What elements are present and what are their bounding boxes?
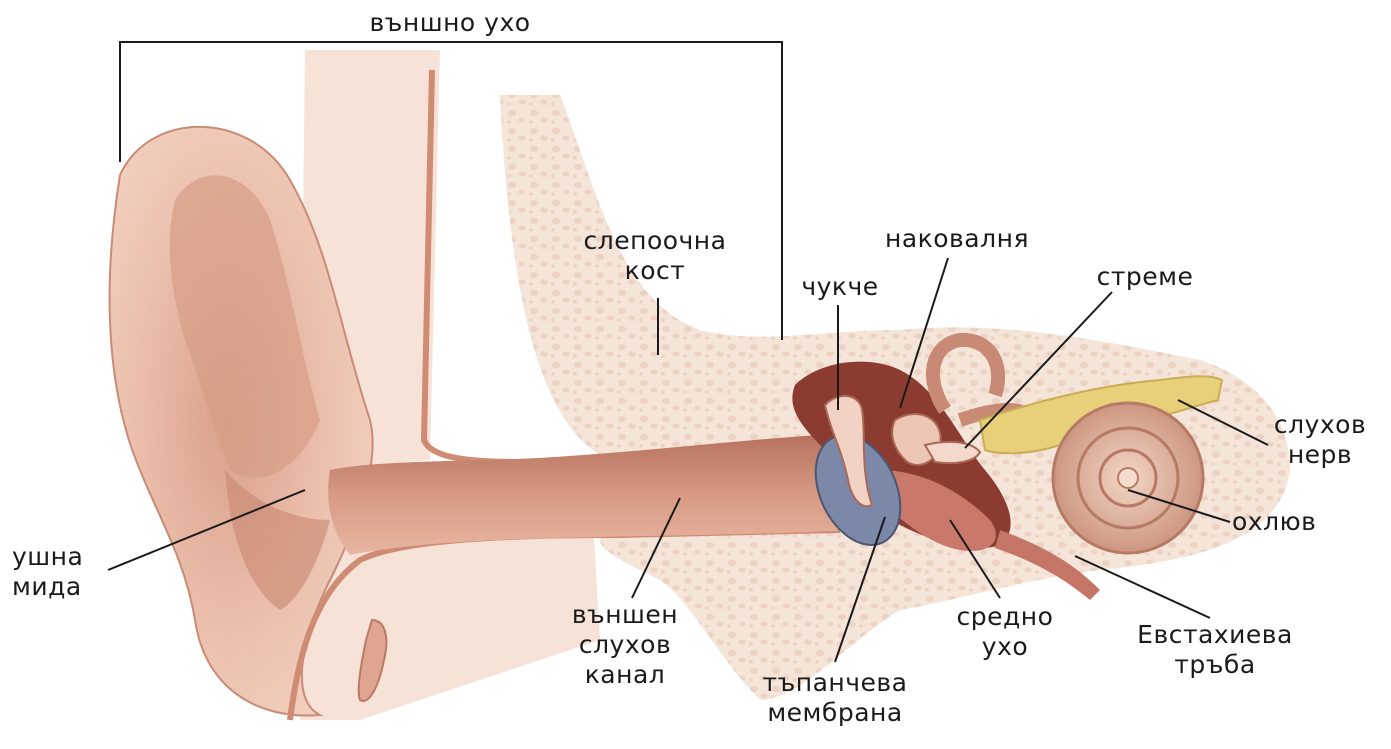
label-incus: наковалня xyxy=(852,224,1062,254)
label-cochlea: охлюв xyxy=(1232,507,1352,537)
cochlea xyxy=(1053,403,1203,553)
label-stapes: стреме xyxy=(1060,262,1230,292)
label-outer-ear: външно ухо xyxy=(330,8,570,38)
label-malleus: чукче xyxy=(775,272,905,302)
